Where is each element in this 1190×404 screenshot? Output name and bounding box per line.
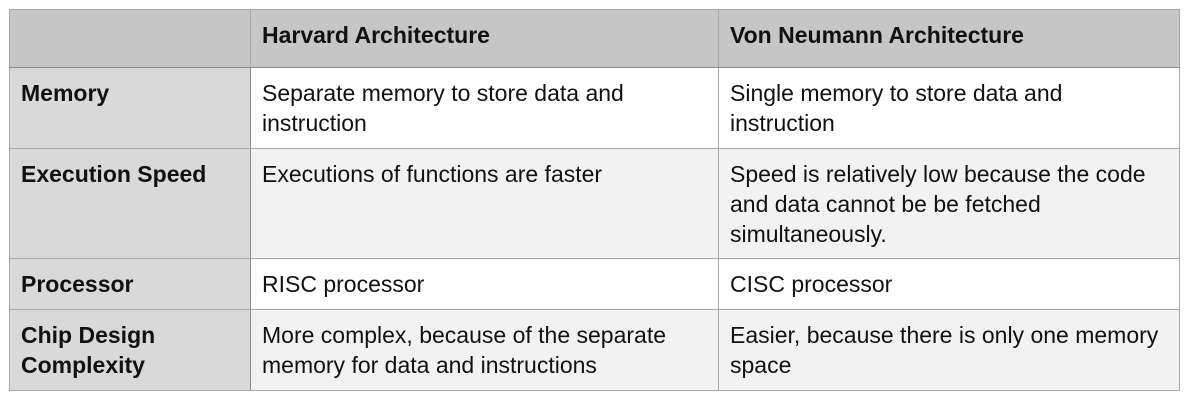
cell-harvard-memory: Separate memory to store data and instru…: [250, 67, 719, 149]
cell-harvard-chip-design-complexity: More complex, because of the separate me…: [250, 309, 719, 391]
cell-von-neumann-memory: Single memory to store data and instruct…: [718, 67, 1180, 149]
cell-von-neumann-processor: CISC processor: [718, 258, 1180, 310]
cell-von-neumann-execution-speed: Speed is relatively low because the code…: [718, 148, 1180, 259]
table-row: Processor RISC processor CISC processor: [9, 258, 1180, 310]
header-corner-cell: [9, 9, 251, 68]
row-label-processor: Processor: [9, 258, 251, 310]
table-row: Memory Separate memory to store data and…: [9, 67, 1180, 149]
header-harvard-architecture: Harvard Architecture: [250, 9, 719, 68]
header-row: Harvard Architecture Von Neumann Archite…: [9, 9, 1180, 68]
cell-harvard-execution-speed: Executions of functions are faster: [250, 148, 719, 259]
table-row: Execution Speed Executions of functions …: [9, 148, 1180, 259]
row-label-chip-design-complexity: Chip Design Complexity: [9, 309, 251, 391]
cell-harvard-processor: RISC processor: [250, 258, 719, 310]
row-label-memory: Memory: [9, 67, 251, 149]
row-label-execution-speed: Execution Speed: [9, 148, 251, 259]
comparison-table: Harvard Architecture Von Neumann Archite…: [9, 9, 1180, 391]
table-row: Chip Design Complexity More complex, bec…: [9, 309, 1180, 391]
header-von-neumann-architecture: Von Neumann Architecture: [718, 9, 1180, 68]
cell-von-neumann-chip-design-complexity: Easier, because there is only one memory…: [718, 309, 1180, 391]
